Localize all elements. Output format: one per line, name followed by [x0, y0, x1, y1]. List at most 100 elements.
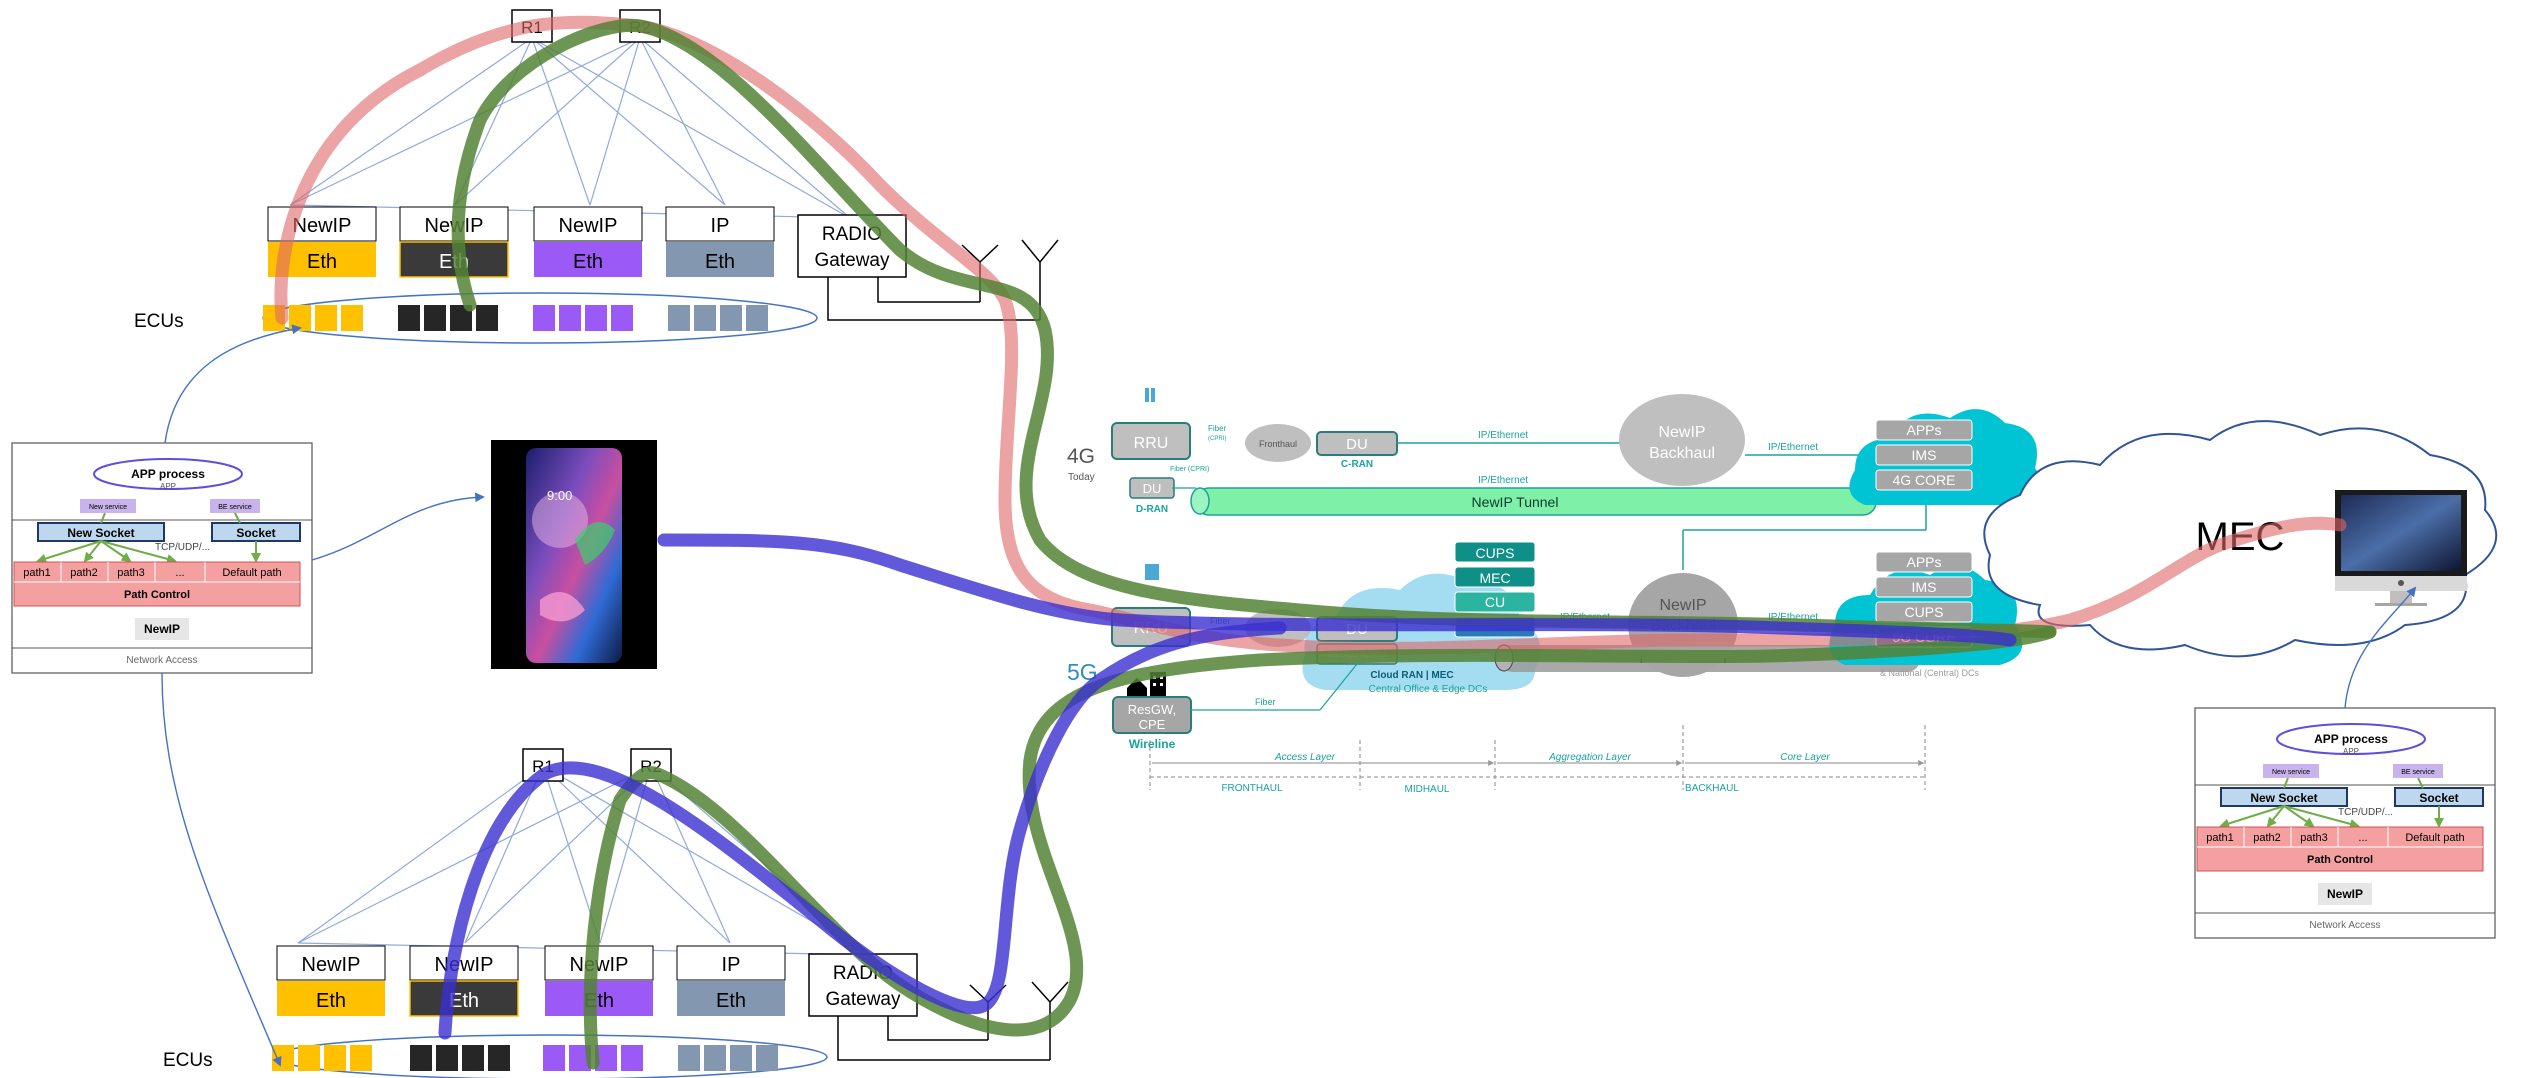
- svg-text:Backhaul: Backhaul: [1649, 445, 1715, 462]
- bottom-stack-4: IP Eth: [676, 945, 786, 1016]
- right-host-stack: APP process APP New service BE service N…: [2194, 707, 2496, 939]
- bottom-ecus-label: ECUs: [163, 1050, 213, 1071]
- left-stack-to-top-ecu-arrow: [164, 324, 302, 444]
- layer-scale: [1149, 725, 1926, 790]
- svg-text:Socket: Socket: [236, 526, 275, 540]
- svg-text:IMS: IMS: [1912, 447, 1937, 463]
- svg-text:APP process: APP process: [2314, 732, 2388, 746]
- svg-text:Fiber: Fiber: [1208, 424, 1227, 433]
- svg-text:Central Office & Edge DCs: Central Office & Edge DCs: [1369, 684, 1488, 695]
- left-stack-to-bottom-ecu-arrow: [161, 672, 282, 1067]
- mac-computer-icon: [2335, 490, 2467, 606]
- svg-text:Fronthaul: Fronthaul: [1259, 439, 1297, 449]
- svg-text:& National (Central) DCs: & National (Central) DCs: [1880, 668, 1980, 678]
- svg-text:Fiber (CPRI): Fiber (CPRI): [1170, 466, 1209, 473]
- svg-text:CUPS: CUPS: [1476, 545, 1515, 561]
- svg-text:C-RAN: C-RAN: [1341, 459, 1373, 470]
- svg-text:IP/Ethernet: IP/Ethernet: [1478, 475, 1528, 486]
- bottom-mesh-lines: [297, 765, 871, 956]
- svg-text:CUPS: CUPS: [1905, 604, 1944, 620]
- bottom-stack-3: NewIP Eth: [544, 945, 654, 1016]
- svg-text:BE service: BE service: [218, 504, 252, 511]
- bottom-ecu-squares: [272, 1045, 778, 1071]
- svg-text:BE service: BE service: [2401, 769, 2435, 776]
- svg-text:RADIO: RADIO: [822, 224, 882, 245]
- left-stack-to-phone-arrow: [311, 492, 485, 561]
- svg-text:IP/Ethernet: IP/Ethernet: [1768, 442, 1818, 453]
- tower-icon-4g: [1145, 388, 1155, 402]
- svg-text:Eth: Eth: [716, 990, 746, 1012]
- svg-text:Gateway: Gateway: [815, 250, 890, 271]
- svg-text:ResGW,: ResGW,: [1128, 702, 1176, 717]
- top-ecu-squares: [263, 305, 768, 331]
- phone-image: 9:00: [491, 440, 657, 669]
- svg-text:Path Control: Path Control: [2307, 854, 2373, 866]
- svg-text:IP/Ethernet: IP/Ethernet: [1768, 612, 1818, 623]
- svg-text:Access Layer: Access Layer: [1274, 752, 1336, 763]
- svg-text:Default path: Default path: [222, 567, 281, 579]
- bottom-stack-2: NewIP Eth: [409, 945, 519, 1017]
- svg-text:New service: New service: [89, 504, 127, 511]
- svg-text:NewIP: NewIP: [293, 215, 352, 237]
- svg-text:Default path: Default path: [2405, 832, 2464, 844]
- svg-text:IP: IP: [711, 215, 730, 237]
- svg-text:D-RAN: D-RAN: [1136, 504, 1168, 515]
- svg-text:Socket: Socket: [2419, 791, 2458, 805]
- svg-text:path2: path2: [2253, 832, 2281, 844]
- svg-text:Eth: Eth: [316, 990, 346, 1012]
- svg-text:APPs: APPs: [1906, 422, 1941, 438]
- svg-text:APP: APP: [160, 482, 176, 491]
- svg-text:New service: New service: [2272, 769, 2310, 776]
- svg-text:NewIP: NewIP: [570, 954, 629, 976]
- svg-text:NewIP: NewIP: [1658, 424, 1705, 441]
- svg-text:RRU: RRU: [1134, 435, 1169, 452]
- green-flow-path-bottom: [583, 625, 2057, 1070]
- svg-text:path1: path1: [2206, 832, 2234, 844]
- svg-text:Eth: Eth: [307, 251, 337, 273]
- svg-text:Gateway: Gateway: [826, 989, 901, 1010]
- svg-text:NewIP: NewIP: [559, 215, 618, 237]
- svg-text:9:00: 9:00: [547, 488, 572, 503]
- svg-text:...: ...: [2358, 832, 2367, 844]
- left-host-stack: APP process APP New service BE service N…: [11, 442, 313, 674]
- purple-flow-path-bottom: [438, 621, 1287, 1040]
- svg-text:MEC: MEC: [1479, 570, 1510, 586]
- flow-paths: [274, 15, 2347, 1070]
- network-diagram: 4G Today RRU Fiber (CPRI) Fronthaul DU C…: [1067, 388, 2043, 795]
- top-stack-4: IP Eth: [665, 206, 775, 277]
- svg-text:TCP/UDP/...: TCP/UDP/...: [2338, 807, 2393, 818]
- svg-text:(CPRI): (CPRI): [1208, 436, 1226, 442]
- svg-text:Network Access: Network Access: [126, 655, 197, 666]
- svg-text:New Socket: New Socket: [2250, 791, 2317, 805]
- svg-text:path3: path3: [2300, 832, 2328, 844]
- svg-text:NewIP: NewIP: [302, 954, 361, 976]
- tower-icon-5g: [1145, 564, 1159, 580]
- svg-text:NewIP: NewIP: [2327, 887, 2363, 901]
- svg-text:Eth: Eth: [573, 251, 603, 273]
- right-stack-to-mac-arrow: [2344, 586, 2417, 709]
- svg-text:...: ...: [175, 567, 184, 579]
- svg-text:Aggregation Layer: Aggregation Layer: [1548, 752, 1631, 763]
- svg-text:NewIP: NewIP: [435, 954, 494, 976]
- svg-text:TCP/UDP/...: TCP/UDP/...: [155, 542, 210, 553]
- top-ecus-label: ECUs: [134, 311, 184, 332]
- svg-text:Path Control: Path Control: [124, 589, 190, 601]
- svg-text:APP process: APP process: [131, 467, 205, 481]
- svg-text:IP/Ethernet: IP/Ethernet: [1478, 430, 1528, 441]
- top-mesh-lines: [289, 37, 851, 219]
- svg-text:CU: CU: [1485, 594, 1505, 610]
- svg-text:BACKHAUL: BACKHAUL: [1685, 783, 1739, 794]
- svg-text:IP: IP: [722, 954, 741, 976]
- svg-text:DU: DU: [1346, 436, 1368, 453]
- svg-text:Today: Today: [1068, 472, 1095, 483]
- svg-text:NewIP: NewIP: [1659, 597, 1706, 614]
- bottom-stack-1: NewIP Eth: [276, 945, 386, 1016]
- svg-text:CPE: CPE: [1139, 717, 1166, 732]
- svg-text:path3: path3: [117, 567, 145, 579]
- svg-text:FRONTHAUL: FRONTHAUL: [1221, 783, 1283, 794]
- svg-text:New Socket: New Socket: [67, 526, 134, 540]
- purple-flow-path-phone: [657, 533, 2017, 647]
- svg-text:APPs: APPs: [1906, 554, 1941, 570]
- svg-text:4G: 4G: [1067, 445, 1095, 468]
